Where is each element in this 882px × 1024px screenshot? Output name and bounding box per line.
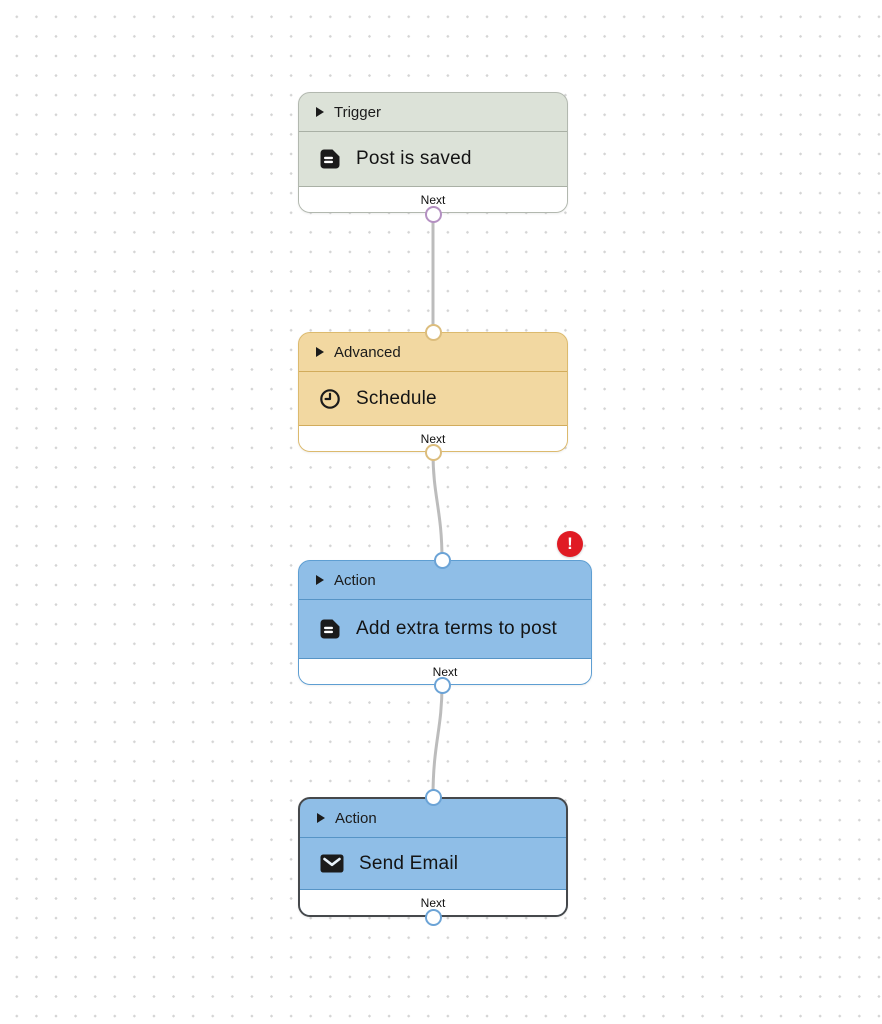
node-header[interactable]: Action xyxy=(299,561,591,600)
node-footer: Next xyxy=(299,186,567,212)
node-title: Send Email xyxy=(359,852,459,874)
node-body[interactable]: Send Email xyxy=(300,838,566,889)
next-label: Next xyxy=(420,192,446,207)
node-title: Schedule xyxy=(356,387,437,409)
collapse-caret-icon[interactable] xyxy=(316,107,324,117)
note-icon xyxy=(319,148,341,170)
error-badge-glyph: ! xyxy=(567,534,573,553)
node-category-label: Action xyxy=(334,571,376,589)
node-action-send-email[interactable]: Action Send Email Next xyxy=(298,797,568,917)
node-body[interactable]: Add extra terms to post xyxy=(299,600,591,658)
mail-icon xyxy=(320,854,344,873)
node-header[interactable]: Advanced xyxy=(299,333,567,372)
handle-target-schedule[interactable] xyxy=(424,323,442,341)
next-label: Next xyxy=(432,664,458,679)
node-title: Post is saved xyxy=(356,148,472,169)
edge-add-terms-to-send-email[interactable] xyxy=(431,683,444,799)
next-label: Next xyxy=(420,895,446,910)
node-body[interactable]: Post is saved xyxy=(299,132,567,186)
collapse-caret-icon[interactable] xyxy=(317,813,325,823)
collapse-caret-icon[interactable] xyxy=(316,575,324,585)
node-body[interactable]: Schedule xyxy=(299,372,567,425)
next-label: Next xyxy=(420,431,446,446)
handle-source-schedule[interactable] xyxy=(424,443,442,461)
node-advanced-schedule[interactable]: Advanced Schedule Next xyxy=(298,332,568,452)
handle-source-trigger[interactable] xyxy=(424,205,442,223)
handle-source-add-terms[interactable] xyxy=(433,676,451,694)
node-category-label: Trigger xyxy=(334,103,381,121)
edge-schedule-to-add-terms[interactable] xyxy=(431,450,444,562)
node-action-add-extra-terms[interactable]: Action Add extra terms to post Next xyxy=(298,560,592,685)
handle-source-send-email[interactable] xyxy=(424,908,442,926)
error-badge[interactable]: ! xyxy=(557,531,583,557)
node-category-label: Action xyxy=(335,809,377,827)
node-header[interactable]: Action xyxy=(300,799,566,838)
node-header[interactable]: Trigger xyxy=(299,93,567,132)
handle-target-add-terms[interactable] xyxy=(433,551,451,569)
clock-icon xyxy=(319,388,341,410)
node-title: Add extra terms to post xyxy=(356,618,558,639)
node-trigger-post-is-saved[interactable]: Trigger Post is saved Next xyxy=(298,92,568,213)
node-category-label: Advanced xyxy=(334,343,401,361)
note-icon xyxy=(319,618,341,640)
collapse-caret-icon[interactable] xyxy=(316,347,324,357)
handle-target-send-email[interactable] xyxy=(424,788,442,806)
